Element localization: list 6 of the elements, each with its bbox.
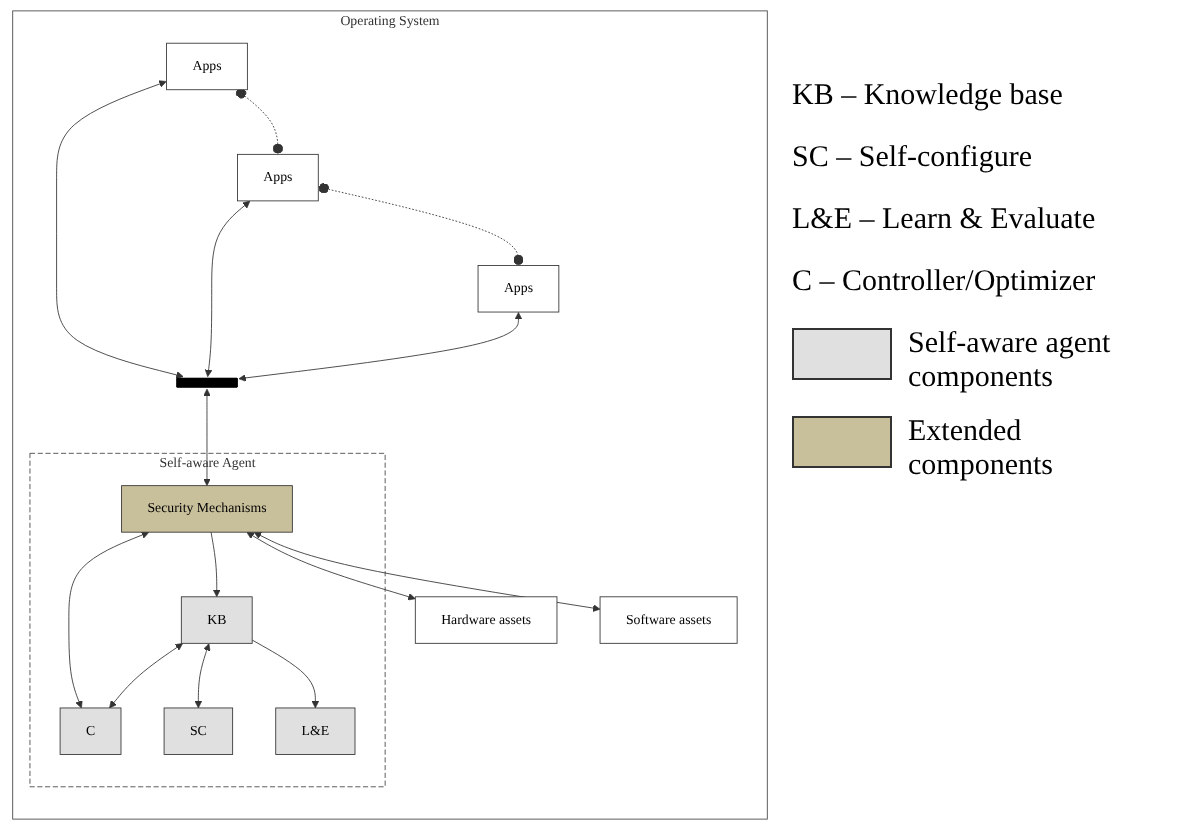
legend-label: Extended components: [908, 416, 1055, 484]
abbreviation-note: L&E – Learn & Evaluate: [792, 204, 1098, 238]
abbreviation-note: SC – Self-configure: [792, 142, 1034, 176]
abbreviation-note: C – Controller/Optimizer: [792, 266, 1098, 300]
legend-label: Self-aware agent components: [908, 328, 1113, 396]
abbreviation-note: KB – Knowledge base: [792, 80, 1065, 114]
